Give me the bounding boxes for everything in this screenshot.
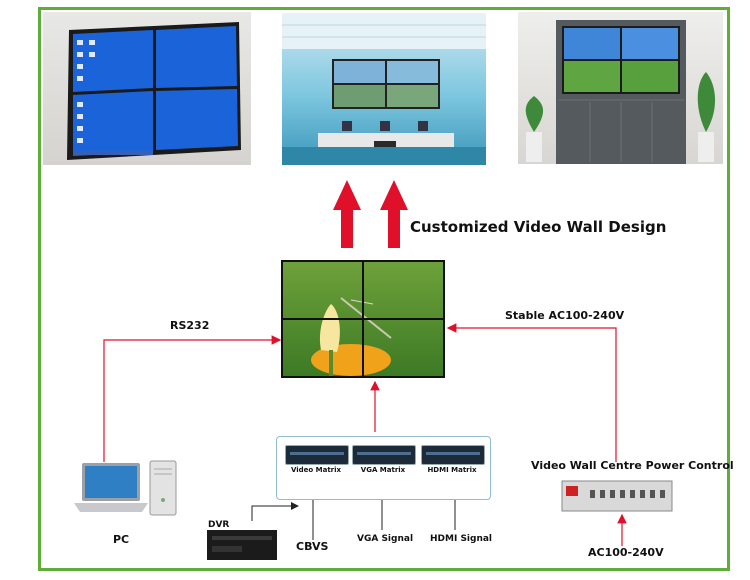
upward-arrow-left bbox=[333, 180, 361, 248]
hdmi-matrix-device: HDMI Matrix bbox=[419, 443, 485, 483]
hdmi-matrix-chassis bbox=[421, 445, 485, 465]
power-control-label: Video Wall Centre Power Control bbox=[531, 459, 734, 472]
video-matrix-device: Video Matrix bbox=[283, 443, 349, 483]
photo-cabinet-video-wall bbox=[518, 12, 723, 164]
pc-label: PC bbox=[113, 533, 130, 546]
central-video-wall-display bbox=[281, 260, 445, 378]
photo-wall-mounted-video-wall bbox=[43, 12, 251, 165]
dvr-device-icon bbox=[207, 530, 277, 560]
vga-matrix-device: VGA Matrix bbox=[350, 443, 416, 483]
stable-power-label: Stable AC100-240V bbox=[505, 309, 625, 322]
cbvs-label: CBVS bbox=[296, 540, 329, 553]
video-matrix-chassis bbox=[285, 445, 349, 465]
upward-arrow-right bbox=[380, 180, 408, 248]
vga-signal-label: VGA Signal bbox=[357, 534, 414, 544]
dvr-label: DVR bbox=[208, 520, 230, 530]
hdmi-signal-label: HDMI Signal bbox=[430, 534, 493, 544]
photo-control-room bbox=[282, 13, 486, 165]
ac-input-label: AC100-240V bbox=[588, 546, 664, 559]
laptop-icon bbox=[74, 463, 148, 512]
flower-dragonfly-image bbox=[282, 261, 444, 377]
control-room-illustration bbox=[282, 13, 486, 165]
vga-matrix-chassis bbox=[352, 445, 416, 465]
heading-label: Customized Video Wall Design bbox=[410, 218, 667, 236]
video-matrix-label: Video Matrix bbox=[290, 466, 342, 474]
desktop-tower-icon bbox=[149, 460, 177, 516]
matrix-group-box: Video Matrix VGA Matrix HDMI Matrix bbox=[276, 436, 491, 500]
wall-mounted-screens-illustration bbox=[67, 22, 241, 160]
vga-matrix-label: VGA Matrix bbox=[360, 466, 406, 474]
cabinet-video-wall-illustration bbox=[525, 20, 716, 164]
dvr-signal-line bbox=[251, 502, 299, 521]
stable-power-line bbox=[446, 323, 617, 462]
hdmi-matrix-label: HDMI Matrix bbox=[427, 466, 477, 474]
diagram-frame bbox=[38, 7, 730, 571]
rs232-line bbox=[103, 335, 282, 462]
rs232-label: RS232 bbox=[170, 319, 210, 332]
power-control-unit-icon bbox=[561, 480, 673, 512]
